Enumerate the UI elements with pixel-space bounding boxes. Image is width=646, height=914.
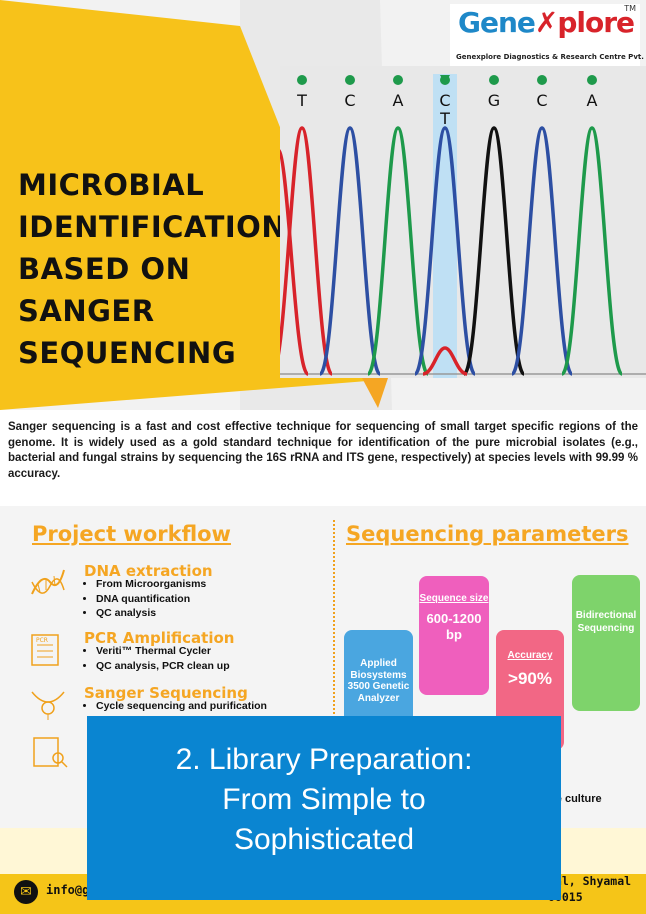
step-item: Veriti™ Thermal Cycler <box>96 644 230 659</box>
base-marker <box>297 75 307 85</box>
column-divider <box>333 520 335 850</box>
peak <box>280 149 310 376</box>
title-line: IDENTIFICATION <box>18 210 287 244</box>
section-overlay-card: 2. Library Preparation: From Simple to S… <box>87 716 561 900</box>
step-title: Sanger Sequencing <box>84 684 248 702</box>
mail-icon[interactable]: ✉ <box>14 880 38 904</box>
sequence-size-card: Sequence size 600-1200 bp <box>419 576 489 695</box>
base-label: A <box>393 91 404 110</box>
peak <box>280 126 334 376</box>
base-label: T <box>296 91 307 110</box>
base-marker <box>537 75 547 85</box>
svg-text:PCR: PCR <box>36 637 48 644</box>
footer-email[interactable]: info@g <box>46 883 90 897</box>
card-value: >90% <box>508 669 552 688</box>
params-heading: Sequencing parameters <box>346 522 629 546</box>
overlay-text: 2. Library Preparation: From Simple to S… <box>175 743 473 856</box>
step-title: DNA extraction <box>84 562 213 580</box>
card-label: Sequence size <box>419 593 489 604</box>
base-label: G <box>488 91 500 110</box>
peak <box>366 126 430 376</box>
title-line: MICROBIAL <box>18 168 205 202</box>
base-label-secondary: T <box>439 109 450 128</box>
title-line: BASED ON <box>18 252 191 286</box>
company-logo: Gene✗plore TM Genexplore Diagnostics & R… <box>450 4 646 66</box>
peak <box>318 126 382 376</box>
sequencer-icon <box>31 691 65 720</box>
base-marker <box>345 75 355 85</box>
direction-card: Bidirectional Sequencing <box>572 575 640 711</box>
pcr-plate-icon: PCR <box>31 634 59 666</box>
base-marker <box>489 75 499 85</box>
page-title: MICROBIAL IDENTIFICATION BASED ON SANGER… <box>18 164 318 374</box>
workflow-heading: Project workflow <box>32 522 231 546</box>
step-pcr-amplification: PCR PCR Amplification Veriti™ Thermal Cy… <box>28 629 328 679</box>
base-label: A <box>587 91 598 110</box>
base-marker <box>587 75 597 85</box>
base-label: C <box>344 91 355 110</box>
card-label: Accuracy <box>507 650 553 661</box>
peak <box>510 126 574 376</box>
step-item: QC analysis, PCR clean up <box>96 659 230 674</box>
footer-address: mal, Shyamal 00015 <box>548 874 632 904</box>
title-line: SEQUENCING <box>18 336 237 370</box>
dna-icon <box>31 569 65 595</box>
step-item: DNA quantification <box>96 592 206 607</box>
base-label: C <box>439 91 450 110</box>
peak <box>422 346 468 376</box>
report-icon <box>33 737 68 768</box>
step-title: PCR Amplification <box>84 629 235 647</box>
step-sanger-sequencing: Sanger Sequencing Cycle sequencing and p… <box>28 684 328 724</box>
base-label: C <box>536 91 547 110</box>
peak <box>560 126 624 376</box>
step-dna-extraction: DNA extraction From Microorganisms DNA q… <box>28 562 328 626</box>
intro-paragraph: Sanger sequencing is a fast and cost eff… <box>8 421 638 480</box>
title-line: SANGER <box>18 294 155 328</box>
step-item: From Microorganisms <box>96 577 206 592</box>
peak <box>462 126 526 376</box>
variant-marker-icon <box>440 75 450 84</box>
step-item: Cycle sequencing and purification <box>96 699 267 714</box>
step-item: QC analysis <box>96 606 206 621</box>
card-value: 600-1200 bp <box>426 611 482 642</box>
peak <box>413 126 477 376</box>
base-marker <box>393 75 403 85</box>
company-name: Genexplore Diagnostics & Research Centre… <box>456 53 646 61</box>
